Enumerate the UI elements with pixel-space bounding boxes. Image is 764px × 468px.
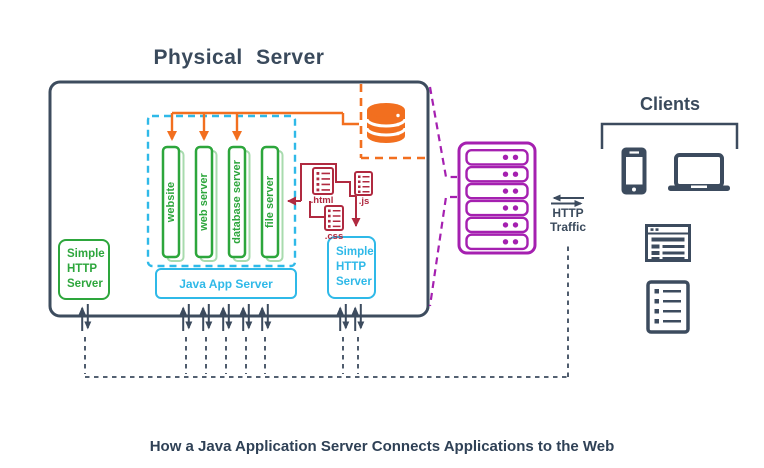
html-file-icon [312, 167, 334, 195]
js-file-icon [354, 171, 373, 196]
smartphone-icon [621, 147, 647, 195]
io-arrow-pair [199, 304, 213, 331]
database-dashed-box [359, 84, 427, 160]
java-app-server-box: Java App Server [155, 268, 297, 299]
website-bar [161, 145, 185, 262]
database-icon [365, 103, 407, 143]
http-traffic-line1: HTTP [552, 206, 584, 220]
database-server-bar-label: database server [231, 160, 243, 244]
io-arrow-pair [179, 304, 193, 331]
css-file-label: .css [324, 231, 344, 242]
clients-title: Clients [639, 94, 700, 114]
io-arrow-pairs [78, 304, 365, 331]
simple-http-server-right-box: Simple HTTP Server [327, 236, 376, 299]
js-file-label: .js [358, 196, 370, 207]
java-app-server-dashed-box [146, 114, 297, 268]
io-arrow-pair [219, 304, 233, 331]
file-server-bar [260, 145, 284, 262]
http-traffic-label: HTTP Traffic [540, 206, 596, 234]
simple-http-server-left-box: Simple HTTP Server [58, 239, 110, 300]
component-bars [161, 145, 284, 262]
clients-bracket [600, 122, 739, 149]
simple-http-server-right-label: Simple HTTP Server [336, 245, 374, 289]
io-arrow-pair [78, 304, 92, 331]
laptop-icon [668, 153, 730, 191]
web-server-bar [194, 145, 218, 262]
io-arrow-pair [239, 304, 253, 331]
rack-connector-brace [428, 86, 457, 307]
html-file-label: .html [310, 195, 334, 206]
diagram-caption: How a Java Application Server Connects A… [149, 438, 615, 455]
network-dashed-lines [84, 243, 569, 378]
document-list-icon [646, 280, 690, 334]
database-connector-lines [167, 111, 359, 141]
java-app-server-label: Java App Server [179, 276, 273, 291]
server-rack-icon [457, 141, 537, 255]
file-server-bar-label: file server [264, 176, 276, 228]
http-traffic-line2: Traffic [549, 220, 586, 234]
io-arrow-pair [336, 304, 350, 331]
simple-http-server-left-label: Simple HTTP Server [67, 247, 105, 291]
io-arrow-pair [258, 304, 272, 331]
browser-window-icon [645, 224, 691, 262]
physical-server-title: Physical Server [153, 46, 325, 69]
io-arrow-pair [351, 304, 365, 331]
database-server-bar [227, 145, 251, 262]
css-file-icon [324, 205, 344, 231]
exchange-arrows-icon [551, 194, 584, 207]
file-flow-lines [287, 163, 361, 227]
web-server-bar-label: web server [198, 173, 210, 231]
website-bar-label: website [165, 181, 177, 223]
